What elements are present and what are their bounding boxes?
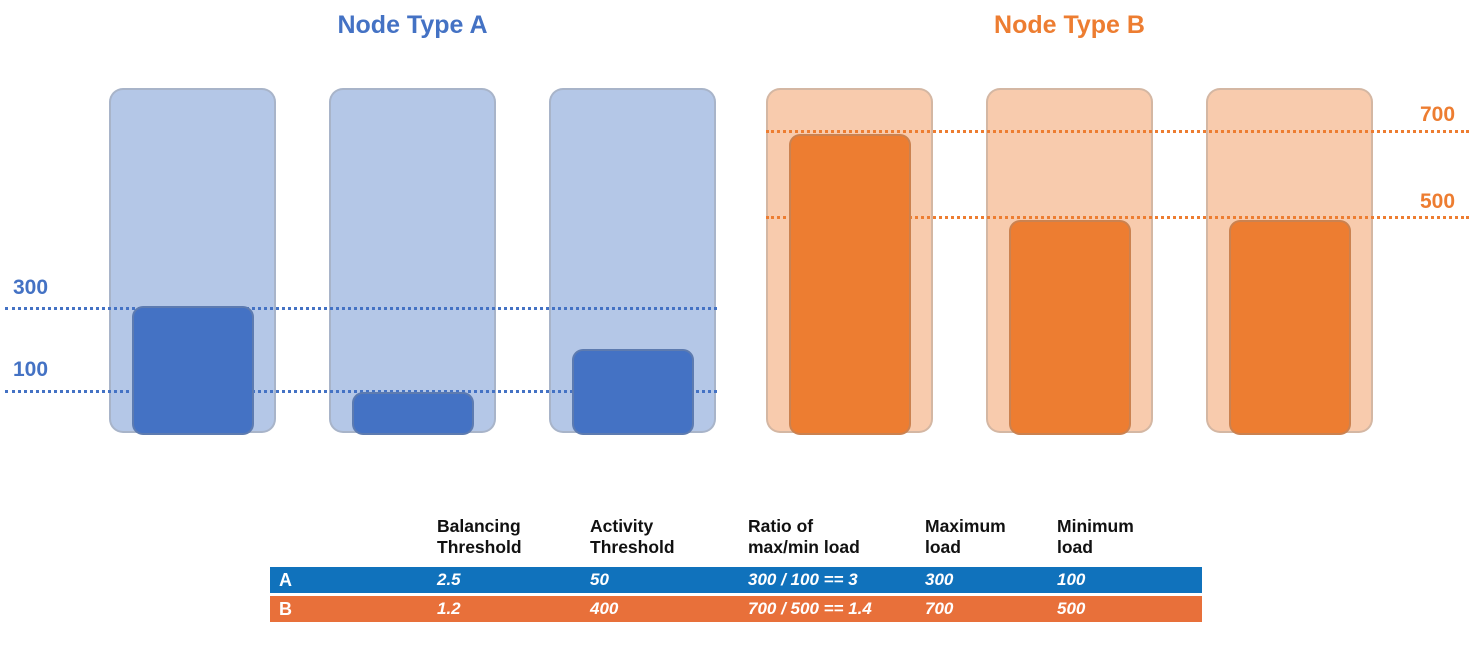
threshold-label-100: 100 [13, 358, 49, 381]
header-minimum-load: Minimum load [1057, 516, 1134, 557]
node-b3-capacity-bar [1206, 88, 1373, 435]
node-a2-load-bar [351, 392, 474, 435]
header-empty [270, 557, 437, 564]
node-a1-capacity-bar [109, 88, 276, 435]
row-b-minimum-load: 500 [1057, 599, 1086, 619]
threshold-label-700: 700 [1420, 103, 1456, 126]
node-a3-capacity-bar [549, 88, 716, 435]
header-balancing-threshold: Balancing Threshold [437, 516, 522, 557]
node-a2-capacity-bar [329, 88, 496, 435]
node-b1-capacity-bar [766, 88, 933, 435]
row-b-activity-threshold: 400 [590, 599, 619, 619]
node-b2-capacity-bar [986, 88, 1153, 435]
row-a-minimum-load: 100 [1057, 570, 1086, 590]
parameters-table: Balancing Threshold Activity Threshold R… [270, 516, 1202, 623]
threshold-label-500: 500 [1420, 190, 1456, 213]
threshold-line-b-500 [766, 216, 1469, 219]
row-b-balancing-threshold: 1.2 [437, 599, 461, 619]
node-b2-load-bar [1008, 220, 1131, 435]
row-b-label: B [279, 598, 292, 619]
node-a1-load-bar [131, 306, 254, 435]
header-maximum-load: Maximum load [925, 516, 1006, 557]
threshold-line-a-300 [5, 307, 717, 310]
threshold-line-a-100 [5, 390, 717, 393]
row-a-activity-threshold: 50 [590, 570, 609, 590]
group-a-title: Node Type A [337, 11, 488, 39]
row-b-ratio: 700 / 500 == 1.4 [748, 599, 872, 619]
threshold-label-300: 300 [13, 276, 49, 299]
header-activity-threshold: Activity Threshold [590, 516, 675, 557]
node-b3-load-bar [1228, 220, 1351, 435]
header-ratio-max-min-load: Ratio of max/min load [748, 516, 860, 557]
threshold-line-b-700 [766, 130, 1469, 133]
group-b-title: Node Type B [994, 11, 1145, 39]
node-b1-load-bar [788, 134, 911, 435]
row-a-label: A [279, 569, 292, 590]
table-row-b: B 1.2 400 700 / 500 == 1.4 700 500 [270, 596, 1202, 623]
row-a-ratio: 300 / 100 == 3 [748, 570, 858, 590]
row-b-maximum-load: 700 [925, 599, 954, 619]
row-a-maximum-load: 300 [925, 570, 954, 590]
row-a-balancing-threshold: 2.5 [437, 570, 461, 590]
table-row-a: A 2.5 50 300 / 100 == 3 300 100 [270, 567, 1202, 594]
node-a3-load-bar [571, 349, 694, 435]
